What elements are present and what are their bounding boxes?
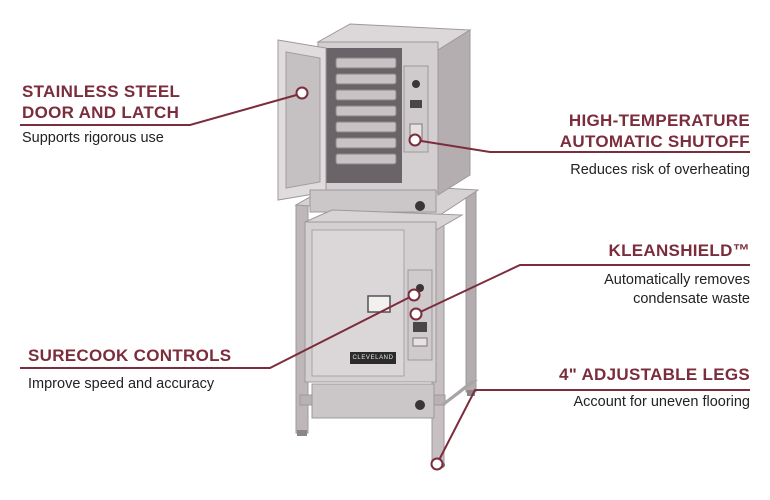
- marker-kleanshield: [409, 307, 423, 321]
- callout-kleanshield: KLEANSHIELD™ Automatically removes conde…: [510, 240, 750, 309]
- callout-desc: Reduces risk of overheating: [570, 162, 750, 178]
- marker-door: [295, 86, 309, 100]
- callout-desc: Automatically removes condensate waste: [604, 272, 750, 307]
- callout-title: SURECOOK CONTROLS: [28, 346, 232, 365]
- callout-title: STAINLESS STEEL DOOR AND LATCH: [22, 82, 181, 122]
- connector-door: [20, 93, 301, 126]
- callout-title: 4" ADJUSTABLE LEGS: [558, 365, 750, 384]
- callout-auto-shutoff: HIGH-TEMPERATURE AUTOMATIC SHUTOFF Reduc…: [510, 110, 750, 180]
- connector-surecook: [20, 295, 413, 369]
- marker-legs: [430, 457, 444, 471]
- connector-legs: [436, 389, 750, 465]
- callout-door-latch: STAINLESS STEEL DOOR AND LATCH Supports …: [22, 81, 262, 148]
- callout-desc: Supports rigorous use: [22, 130, 164, 146]
- pan-rack: [335, 57, 397, 165]
- callout-title: KLEANSHIELD™: [608, 241, 750, 260]
- callout-desc: Account for uneven flooring: [573, 394, 750, 410]
- marker-surecook: [407, 288, 421, 302]
- callout-adjustable-legs: 4" ADJUSTABLE LEGS Account for uneven fl…: [510, 364, 750, 412]
- connector-kleanshield: [415, 264, 750, 315]
- callout-desc: Improve speed and accuracy: [28, 376, 215, 392]
- connector-shutoff: [414, 139, 750, 153]
- callout-markers: [295, 86, 444, 471]
- brand-plate: CLEVELAND: [350, 352, 396, 364]
- connector-lines: [20, 93, 750, 465]
- upper-steamer: [277, 23, 472, 213]
- callout-title: HIGH-TEMPERATURE AUTOMATIC SHUTOFF: [559, 111, 750, 151]
- marker-shutoff: [408, 133, 422, 147]
- callout-surecook-controls: SURECOOK CONTROLS Improve speed and accu…: [28, 345, 288, 394]
